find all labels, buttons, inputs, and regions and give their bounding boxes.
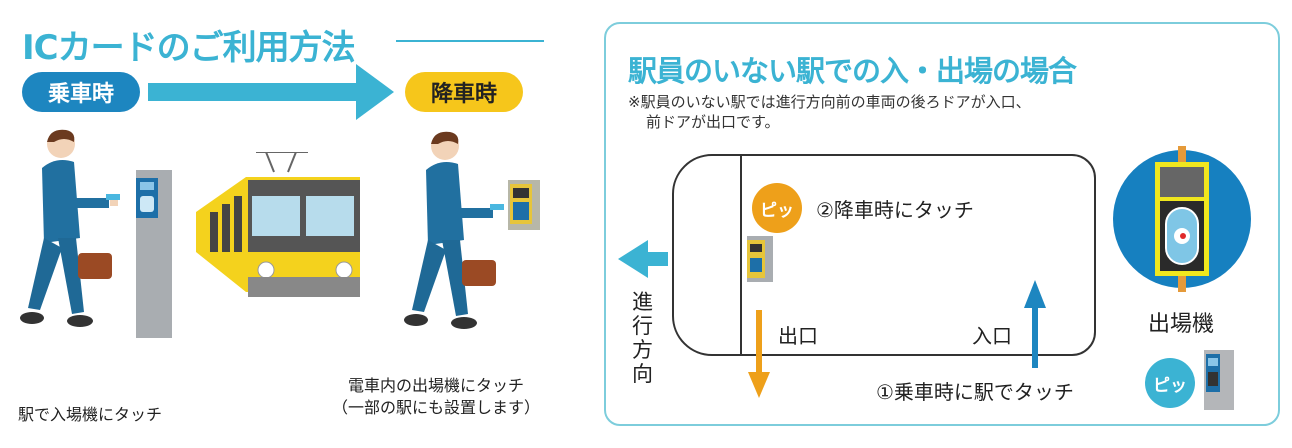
exit-label: 出口 (778, 324, 818, 348)
train-car-diagram (672, 154, 1096, 356)
caption-alighting-line1: 電車内の出場機にタッチ (347, 376, 524, 395)
direction-arrow-icon (618, 240, 668, 278)
train-icon (196, 152, 360, 297)
flow-arrow-icon (148, 64, 394, 120)
exit-reader-icon (508, 180, 540, 230)
note-line2: 前ドアが出口です。 (646, 113, 780, 131)
beep-badge-entry: ピッ (1145, 358, 1195, 408)
step2-label: ②降車時にタッチ (816, 198, 974, 222)
beep-badge-exit: ピッ (752, 183, 802, 233)
caption-boarding: 駅で入場機にタッチ (18, 405, 163, 424)
direction-label: 進行方向 (632, 290, 653, 386)
exit-arrow-icon (748, 310, 770, 398)
passenger-alighting-icon (404, 131, 504, 329)
caption-alighting: 電車内の出場機にタッチ （一部の駅にも設置します） (306, 375, 566, 419)
station-reader-icon (1204, 350, 1234, 410)
note-line1: ※駅員のいない駅では進行方向前の車両の後ろドアが入口、 (628, 93, 1031, 111)
step1-label: ①乗車時に駅でタッチ (876, 380, 1074, 404)
section-title: ICカードのご利用方法 (22, 28, 356, 68)
panel-note: ※駅員のいない駅では進行方向前の車両の後ろドアが入口、 前ドアが出口です。 (628, 92, 1031, 132)
car-divider (740, 155, 742, 355)
panel-title: 駅員のいない駅での入・出場の場合 (628, 54, 1077, 88)
passenger-boarding-icon (20, 129, 120, 327)
entry-arrow-icon (1024, 280, 1046, 368)
entry-label: 入口 (972, 324, 1012, 348)
exit-machine-icon (1155, 146, 1209, 292)
entry-gate-icon (136, 170, 172, 338)
unmanned-station-panel (604, 22, 1280, 426)
title-divider (396, 40, 544, 42)
alighting-badge: 降車時 (405, 72, 523, 112)
exit-machine-label: 出場機 (1148, 312, 1215, 337)
caption-alighting-line2: （一部の駅にも設置します） (331, 398, 540, 417)
boarding-badge: 乗車時 (22, 72, 140, 112)
in-car-reader-icon (747, 236, 773, 282)
